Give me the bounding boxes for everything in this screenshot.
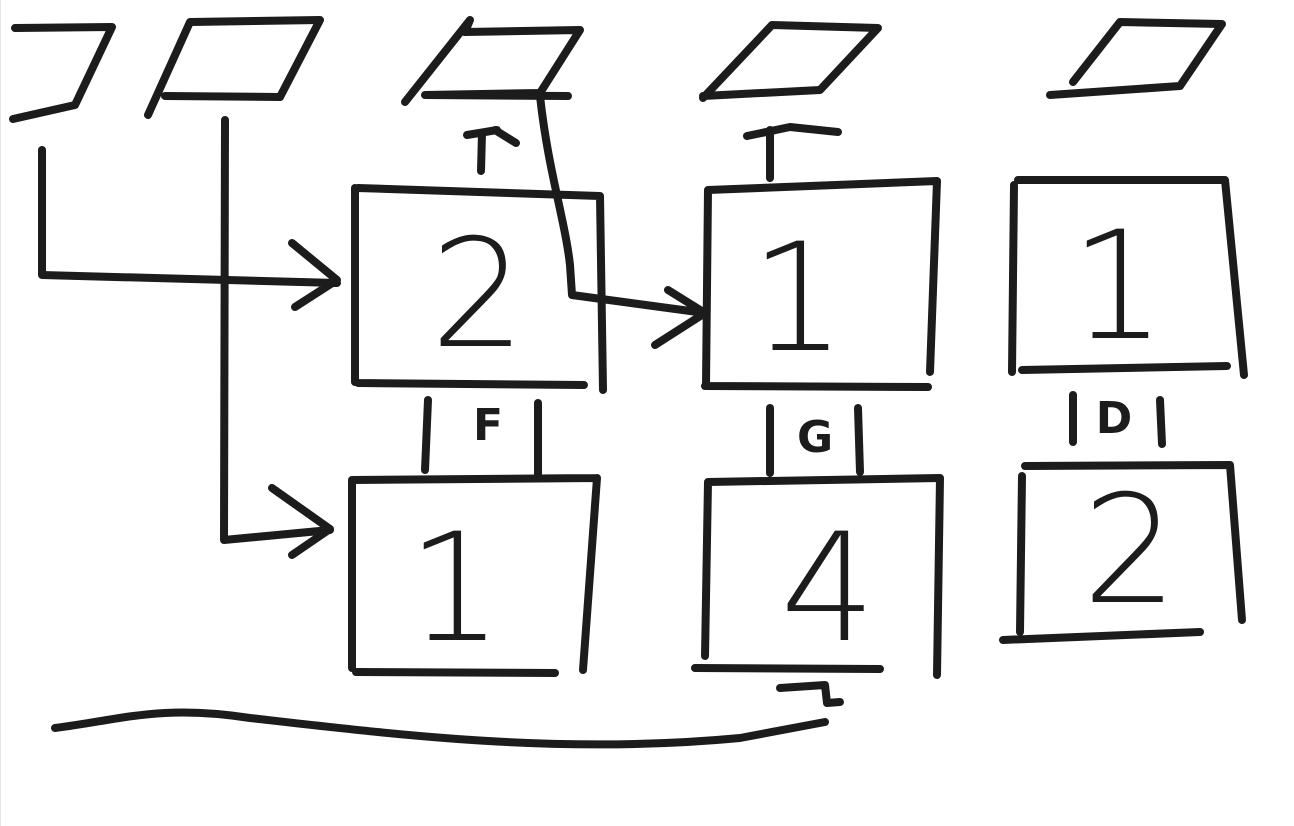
gate-labels: F G D (473, 393, 1132, 463)
arrow-input3-to-box-top-2 (536, 92, 709, 349)
box-top-3 (1008, 176, 1248, 379)
up-mark-2 (743, 123, 842, 182)
input-shape-4 (699, 21, 882, 102)
gate-1-bars (421, 396, 542, 482)
gate-3-label: D (1096, 393, 1133, 444)
gate-3-bars (1069, 391, 1166, 448)
box-values: 2 1 1 1 4 2 (407, 200, 1177, 676)
box-top-2-value: 1 (750, 212, 845, 386)
up-marks (463, 123, 842, 182)
gates (421, 391, 1166, 482)
input-shape-1 (9, 23, 116, 123)
gate-2-label: G (797, 412, 833, 463)
box-top-1 (351, 184, 607, 394)
box-top-1-value: 2 (430, 208, 525, 382)
input-shape-3 (401, 16, 584, 106)
boxes (348, 176, 1248, 679)
arrow-input2-to-box-bottom-1 (220, 116, 334, 559)
gate-1-label: F (473, 400, 503, 451)
arrow-curve-to-box-bottom-2 (51, 681, 844, 749)
canvas-left-border (0, 0, 1, 826)
box-bottom-3-value: 2 (1082, 464, 1177, 638)
box-top-2 (701, 177, 941, 391)
input-shape-5 (1046, 18, 1226, 99)
box-bottom-2 (691, 474, 944, 679)
arrow-input1-to-box-top-1 (38, 146, 341, 311)
box-top-3-value: 1 (1070, 200, 1165, 374)
box-bottom-1 (348, 474, 601, 677)
top-shapes (9, 16, 1226, 123)
gate-2-bars (766, 404, 864, 477)
box-bottom-3 (999, 461, 1246, 644)
input-shape-2 (144, 16, 324, 119)
up-mark-1 (463, 126, 520, 175)
box-bottom-1-value: 1 (407, 502, 502, 676)
box-bottom-2-value: 4 (780, 502, 875, 676)
arrows (38, 92, 844, 749)
